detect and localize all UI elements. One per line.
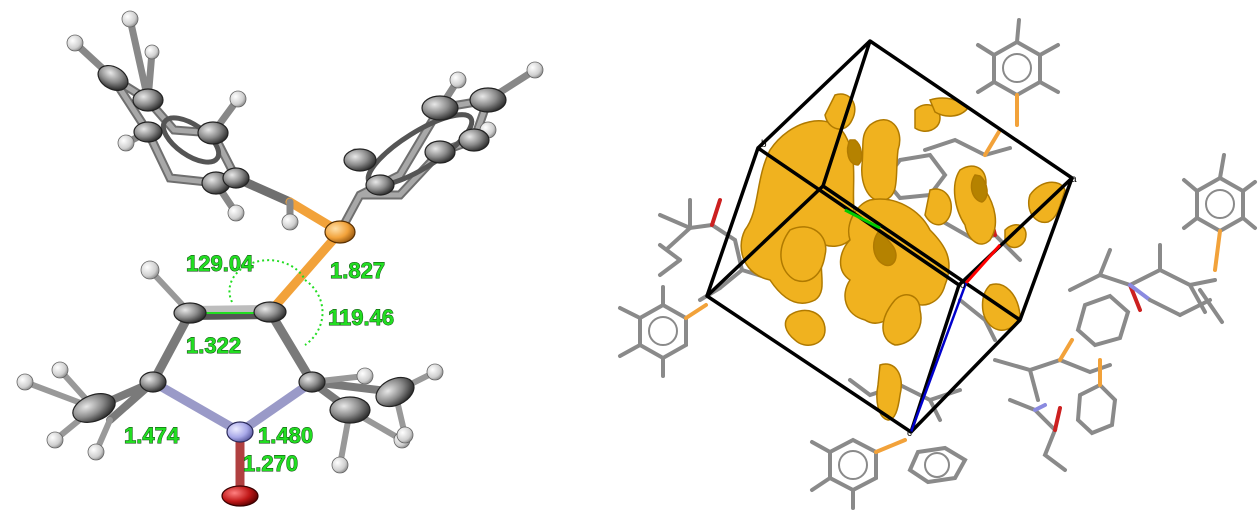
hydrogen-atoms — [16, 10, 544, 474]
wireframe-molecules — [618, 18, 1257, 510]
axis-label-c: c — [907, 428, 912, 439]
carbon-atoms — [72, 64, 507, 424]
crystal-packing: b a o c — [618, 18, 1257, 510]
axis-a-vector — [964, 243, 1002, 285]
ortep-molecule: 129.04 1.827 119.46 1.322 1.474 1.480 1.… — [16, 10, 544, 507]
bond-label-cc: 1.322 — [186, 333, 241, 358]
nitrogen-atom — [226, 421, 254, 443]
bond-label-n-left: 1.474 — [124, 423, 180, 448]
axis-label-o: o — [960, 280, 966, 291]
phosphorus-atom — [324, 220, 356, 244]
axis-label-b: b — [761, 139, 767, 150]
angle-arc-top — [228, 259, 306, 303]
oxygen-atom — [221, 485, 259, 507]
axis-label-a: a — [1071, 174, 1077, 185]
angle-arc-right — [304, 279, 324, 346]
angle-label-right: 119.46 — [328, 305, 394, 330]
axis-c-vector — [909, 282, 968, 433]
bond-label-no: 1.270 — [243, 451, 298, 476]
axis-b-vector — [844, 208, 881, 230]
bond-label-n-right: 1.480 — [258, 423, 313, 448]
bond-label-cp: 1.827 — [330, 258, 385, 283]
angle-label-top: 129.04 — [186, 251, 254, 276]
